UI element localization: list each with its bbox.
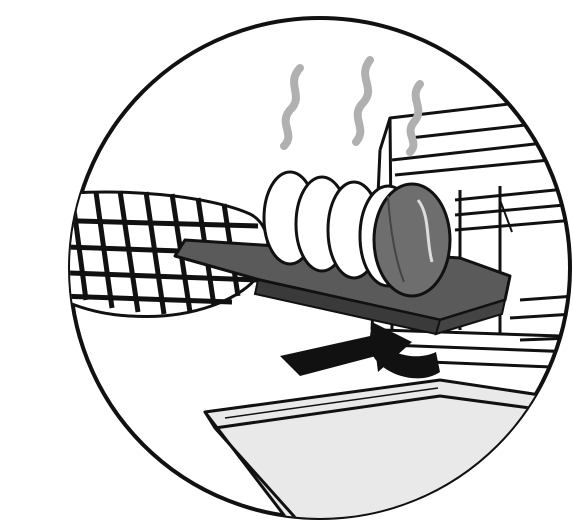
oven-illustration <box>0 0 573 523</box>
